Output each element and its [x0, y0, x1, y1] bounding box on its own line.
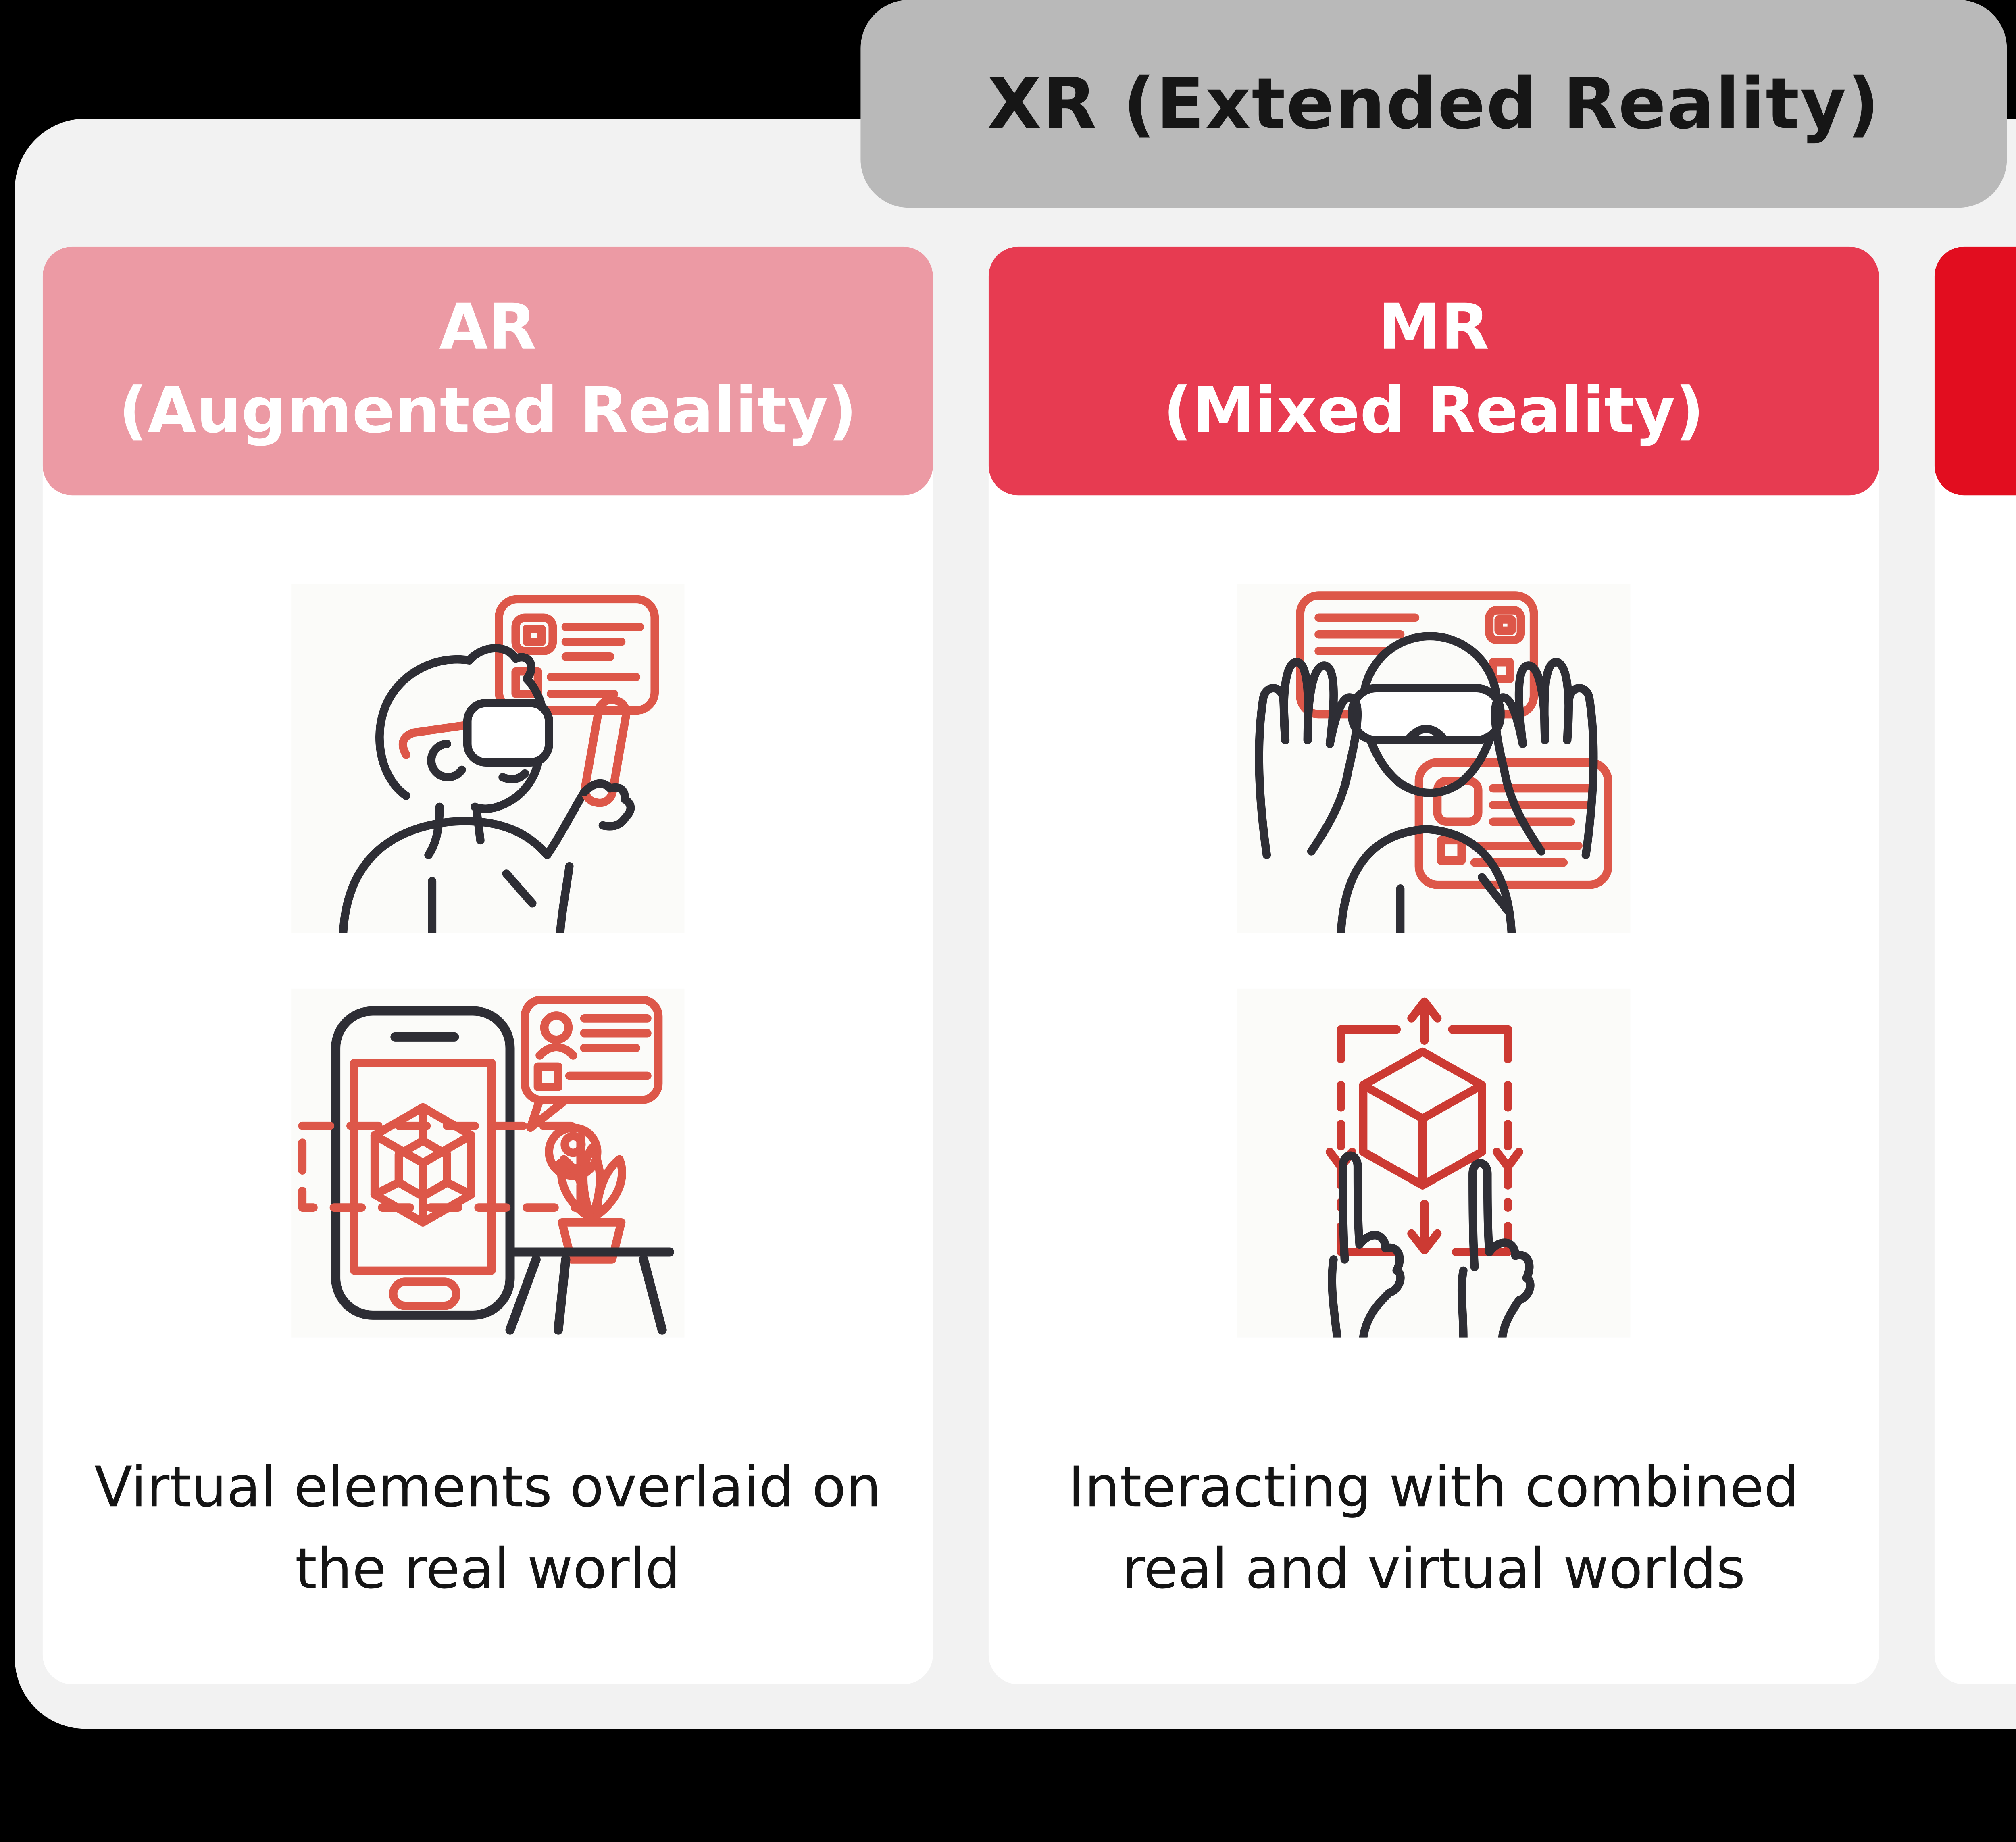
- column-abbr-mr: MR: [1378, 290, 1489, 365]
- description-line: Virtual elements overlaid on: [94, 1456, 881, 1521]
- person-smart-glasses-phone-icon: [291, 584, 685, 933]
- column-description-mr: Interacting with combined real and virtu…: [1068, 1449, 1799, 1610]
- description-line: real and virtual worlds: [1122, 1537, 1745, 1602]
- title-badge: XR (Extended Reality): [860, 0, 2007, 208]
- column-abbr-ar: AR: [439, 290, 537, 365]
- column-header-vr: VR (Virtual Reality): [1934, 246, 2016, 496]
- column-fullname-ar: (Augmented Reality): [119, 375, 857, 449]
- hands-cube-manipulation-icon: [1237, 988, 1631, 1338]
- phone-ar-cube-scene-icon: [291, 988, 685, 1338]
- column-mr: MR (Mixed Reality): [988, 246, 1879, 1684]
- page-title: XR (Extended Reality): [987, 63, 1881, 145]
- person-mr-headset-panels-icon: [1237, 584, 1631, 933]
- column-header-mr: MR (Mixed Reality): [988, 246, 1879, 496]
- column-ar: AR (Augmented Reality): [42, 246, 933, 1684]
- column-description-ar: Virtual elements overlaid on the real wo…: [94, 1449, 881, 1610]
- column-vr: VR (Virtual Reality): [1934, 246, 2016, 1684]
- description-line: Interacting with combined: [1068, 1456, 1799, 1521]
- description-line: the real world: [295, 1537, 681, 1602]
- column-fullname-mr: (Mixed Reality): [1163, 375, 1704, 449]
- columns-row: AR (Augmented Reality): [15, 246, 2016, 1684]
- column-header-ar: AR (Augmented Reality): [42, 246, 933, 496]
